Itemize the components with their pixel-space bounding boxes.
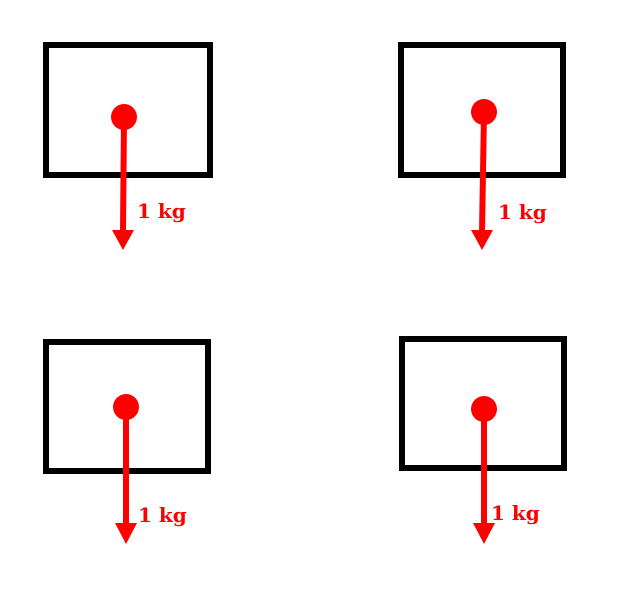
panel-bottom-right: 1 kg [399,336,567,544]
box [43,42,213,178]
panel-top-right: 1 kg [398,42,566,250]
force-arrowhead [115,523,137,544]
weight-label: 1 kg [137,199,186,223]
force-arrowhead [471,230,493,250]
force-arrowhead [112,230,134,250]
center-of-mass-dot [113,394,139,420]
center-of-mass-dot [471,99,497,125]
force-arrow-shaft [120,117,127,233]
panel-bottom-left: 1 kg [43,339,211,544]
weight-label: 1 kg [491,501,540,525]
weight-label: 1 kg [498,200,547,224]
force-arrowhead [473,523,495,544]
center-of-mass-dot [111,104,137,130]
center-of-mass-dot [471,396,497,422]
force-arrow-shaft [479,112,487,233]
weight-label: 1 kg [138,503,187,527]
panel-top-left: 1 kg [43,42,213,250]
